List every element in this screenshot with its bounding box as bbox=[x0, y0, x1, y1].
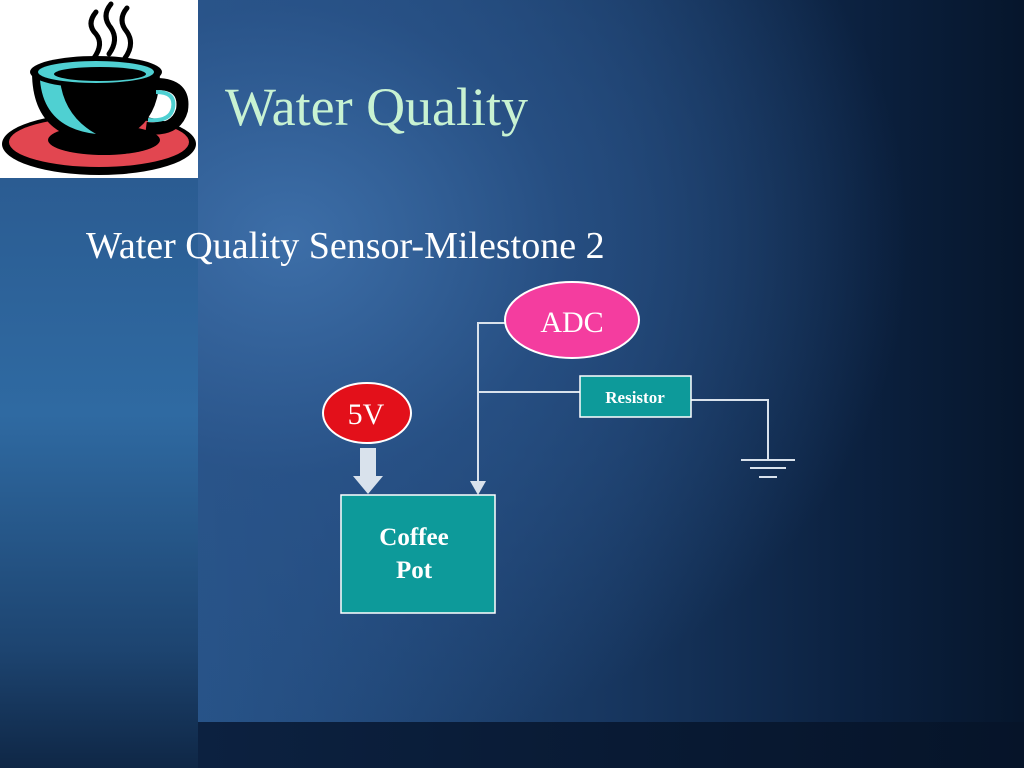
wire-resistor-to-ground bbox=[691, 399, 769, 460]
adc-node bbox=[504, 281, 640, 359]
wires bbox=[477, 322, 769, 486]
ground-symbol-icon bbox=[741, 459, 795, 478]
slide-title: Water Quality bbox=[225, 77, 529, 137]
voltage-source-label: 5V bbox=[348, 398, 385, 431]
arrow-into-pot bbox=[470, 481, 486, 495]
coffee-pot-label-line1: Coffee bbox=[379, 524, 448, 551]
slide-subtitle: Water Quality Sensor-Milestone 2 bbox=[86, 225, 605, 267]
resistor-label: Resistor bbox=[605, 388, 665, 407]
coffee-pot-label-line2: Pot bbox=[396, 557, 433, 584]
coffee-cup-icon bbox=[2, 1, 196, 175]
page-number: 12 bbox=[917, 733, 933, 750]
coffee-pot-box bbox=[340, 494, 496, 614]
logo-tile bbox=[0, 0, 198, 178]
resistor-box bbox=[579, 375, 692, 418]
voltage-source-node bbox=[322, 382, 412, 444]
wire-adc-to-pot bbox=[477, 322, 506, 486]
adc-label: ADC bbox=[540, 306, 603, 339]
voltage-arrow bbox=[353, 448, 383, 494]
